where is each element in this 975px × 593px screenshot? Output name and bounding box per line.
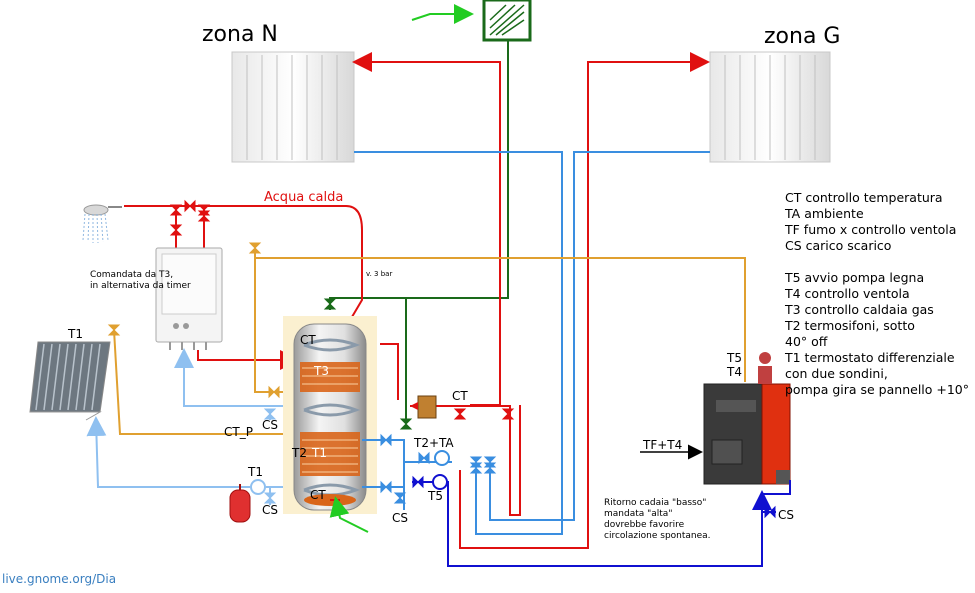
zone-n-title: zona N xyxy=(202,22,278,47)
valve-icon xyxy=(501,408,515,420)
solar-panel xyxy=(29,341,111,421)
stove-note: Ritorno cadaia "basso"mandata "alta" dov… xyxy=(604,498,711,541)
hot-water-label: Acqua calda xyxy=(264,190,344,205)
hot-pipe-zone-g xyxy=(459,52,710,549)
label-cs-mid: CS xyxy=(262,418,278,432)
label-t3: T3 xyxy=(314,364,329,378)
radiator-zone-n xyxy=(231,51,355,163)
label-ct-bottom: CT xyxy=(310,488,326,502)
shower xyxy=(82,204,122,244)
legend-line: TF fumo x controllo ventola xyxy=(785,222,957,237)
valve-icon xyxy=(107,324,121,336)
label-t5-stove: T5 xyxy=(727,351,742,365)
valve-icon xyxy=(469,462,483,474)
label-t1-tank: T1 xyxy=(312,446,327,460)
label-cs-right: CS xyxy=(392,511,408,525)
radiator-zone-g xyxy=(709,51,831,163)
valve-icon xyxy=(184,199,196,213)
boiler-note: Comandata da T3,in alternativa da timer xyxy=(90,270,191,291)
valve-icon xyxy=(764,505,776,519)
valve-icon xyxy=(263,408,277,420)
pump-t1 xyxy=(250,479,266,495)
legend-line: CS carico scarico xyxy=(785,238,892,253)
valve-icon xyxy=(418,451,430,465)
valve-icon xyxy=(412,475,424,489)
label-ct-top: CT xyxy=(300,333,316,347)
valve-icon xyxy=(248,242,262,254)
label-ct-right: CT xyxy=(452,389,468,403)
legend-line: T4 controllo ventola xyxy=(785,286,910,301)
valves xyxy=(107,199,776,519)
label-cs-bottom: CS xyxy=(262,503,278,517)
valve-icon xyxy=(399,418,413,430)
valve-icon xyxy=(483,462,497,474)
pump-t5 xyxy=(432,474,448,490)
legend-line: 40° off xyxy=(785,334,828,349)
valve-icon xyxy=(380,480,392,494)
label-tf-t4: TF+T4 xyxy=(643,438,683,452)
legend-line: pompa gira se pannello +10° xyxy=(785,382,970,397)
legend-line: T2 termosifoni, sotto xyxy=(785,318,915,333)
credit-link[interactable]: live.gnome.org/Dia xyxy=(2,572,117,586)
legend-line: CT controllo temperatura xyxy=(785,190,943,205)
legend-line: TA ambiente xyxy=(785,206,864,221)
return-pipe-zone-n xyxy=(354,151,563,535)
legend-line: T3 controllo caldaia gas xyxy=(785,302,934,317)
mixing-valve xyxy=(410,395,437,419)
gas-boiler xyxy=(155,247,223,350)
zone-g-title: zona G xyxy=(764,24,841,49)
label-ct-p: CT_P xyxy=(224,425,253,439)
valve-icon xyxy=(323,298,337,310)
label-t1-pump: T1 xyxy=(248,465,263,479)
wood-stove xyxy=(703,352,791,485)
legend-line: con due sondini, xyxy=(785,366,888,381)
label-cs-stove: CS xyxy=(778,508,794,522)
return-pipe-zone-g xyxy=(489,151,710,521)
label-t2-ta: T2+TA xyxy=(414,436,454,450)
legend-line xyxy=(785,254,969,270)
chimney xyxy=(411,0,532,42)
label-t2: T2 xyxy=(292,446,307,460)
legend-line: T5 avvio pompa legna xyxy=(785,270,925,285)
legend-line: T1 termostato differenziale xyxy=(785,350,955,365)
valve-icon xyxy=(263,492,277,504)
valve-icon xyxy=(268,385,280,399)
chimney-pipe xyxy=(405,40,509,420)
valve-icon xyxy=(169,204,183,216)
valve-icon xyxy=(453,408,467,420)
valve-icon xyxy=(393,492,407,504)
hot-water-pipe xyxy=(124,205,363,345)
pump-t2 xyxy=(434,450,450,466)
valve-icon xyxy=(169,224,183,236)
label-t1-panel: T1 xyxy=(68,327,83,341)
label-t4-stove: T4 xyxy=(727,365,742,379)
storage-tank xyxy=(283,316,377,514)
valve-icon xyxy=(380,433,392,447)
valve-icon xyxy=(197,210,211,222)
expansion-vessel xyxy=(229,484,251,523)
hot-pipe-zone-n xyxy=(352,52,501,406)
label-t5-pump: T5 xyxy=(428,489,443,503)
valve-label: v. 3 bar xyxy=(366,270,393,278)
